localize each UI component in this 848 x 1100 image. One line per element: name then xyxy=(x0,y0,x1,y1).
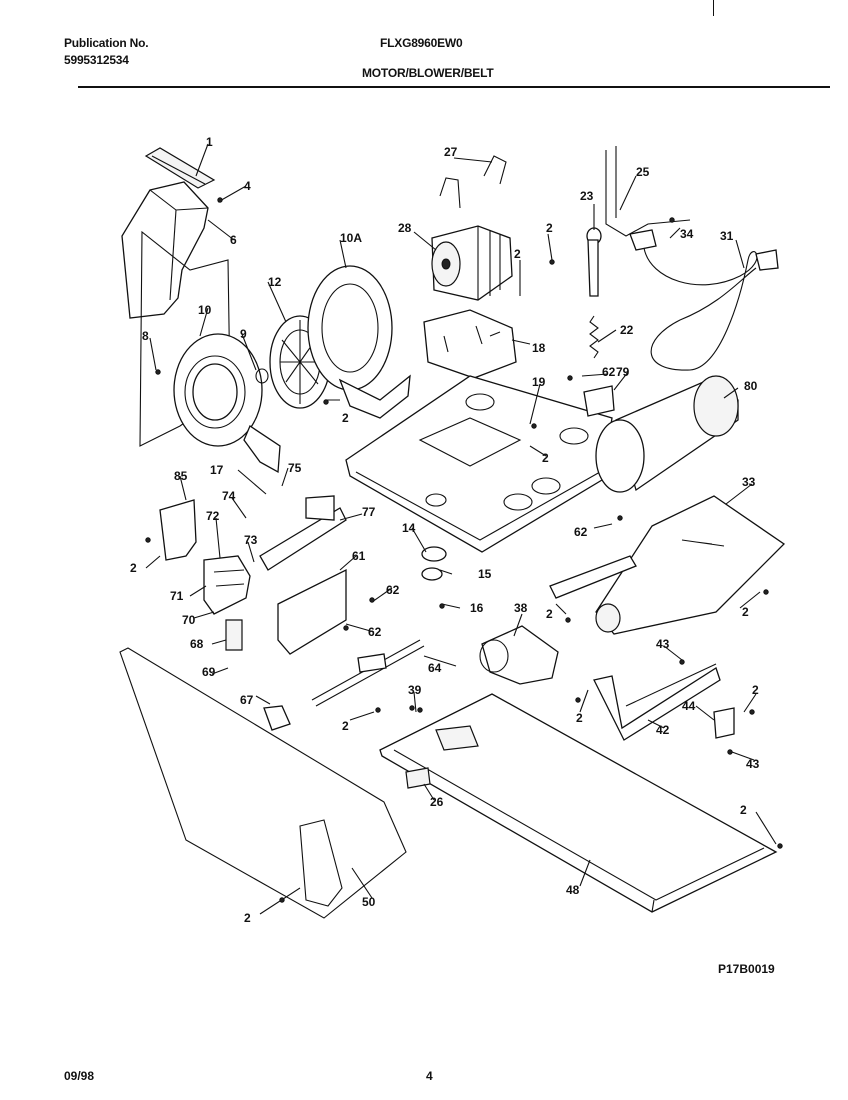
callout-label: 4 xyxy=(244,179,251,193)
callout-label: 74 xyxy=(222,489,236,503)
part-77-manifold xyxy=(259,495,347,571)
callout-label: 64 xyxy=(428,661,442,675)
callout-label: 2 xyxy=(546,607,553,621)
callout-label: 33 xyxy=(742,475,756,489)
callout-label: 42 xyxy=(656,723,670,737)
callout-label: 39 xyxy=(408,683,422,697)
part-14-15-thermostat xyxy=(421,546,447,581)
part-31-power-cord xyxy=(629,229,779,371)
section-title: MOTOR/BLOWER/BELT xyxy=(362,66,494,80)
callout-label: 22 xyxy=(620,323,634,337)
exploded-parts-diagram: 1 4 6 10A 12 10 8 9 2 27 28 2 2 25 23 34… xyxy=(119,135,786,925)
callout-label: 70 xyxy=(182,613,196,627)
callout-label: 17 xyxy=(210,463,224,477)
callout-label: 72 xyxy=(206,509,220,523)
part-23-idler-arm xyxy=(586,227,602,359)
callout-label: 15 xyxy=(478,567,492,581)
callout-label: 16 xyxy=(470,601,484,615)
part-28-motor xyxy=(431,155,513,301)
callout-label: 68 xyxy=(190,637,204,651)
callout-label: 2 xyxy=(740,803,747,817)
top-edge-tick xyxy=(713,0,714,16)
part-33-burner-shield xyxy=(549,495,786,635)
part-61-bracket xyxy=(277,568,347,655)
callout-label: 12 xyxy=(268,275,282,289)
callout-label: 18 xyxy=(532,341,546,355)
part-80-heater-housing xyxy=(595,375,739,493)
part-26-pad xyxy=(405,767,431,789)
callout-label: 2 xyxy=(742,605,749,619)
publication-date: 09/98 xyxy=(64,1069,95,1083)
part-10A-blower-housing xyxy=(307,265,411,419)
header-rule xyxy=(78,86,830,88)
publication-label: Publication No. xyxy=(64,36,149,50)
publication-number: 5995312534 xyxy=(64,53,129,67)
callout-label: 75 xyxy=(288,461,302,475)
screw-markers xyxy=(145,197,783,903)
part-85-bracket xyxy=(159,499,197,561)
callout-label: 28 xyxy=(398,221,412,235)
callout-label: 85 xyxy=(174,469,188,483)
callout-label: 2 xyxy=(130,561,137,575)
part-10-blower-housing xyxy=(139,230,281,474)
callout-label: 44 xyxy=(682,699,696,713)
leader-lines xyxy=(145,143,777,915)
callout-label: 62 xyxy=(386,583,400,597)
part-64-shaft xyxy=(311,639,425,707)
callout-label: 67 xyxy=(240,693,254,707)
callout-label: 27 xyxy=(444,145,458,159)
part-50-panel xyxy=(119,647,407,919)
callout-label: 43 xyxy=(656,637,670,651)
callout-label: 14 xyxy=(402,521,416,535)
callout-label: 25 xyxy=(636,165,650,179)
callout-label: 10 xyxy=(198,303,212,317)
callout-label: 8 xyxy=(142,329,149,343)
part-18-motor-mount xyxy=(423,309,517,379)
callout-label: 50 xyxy=(362,895,376,909)
callout-label: 26 xyxy=(430,795,444,809)
callout-label: 79 xyxy=(616,365,630,379)
model-number: FLXG8960EW0 xyxy=(380,36,463,50)
callout-label: 38 xyxy=(514,601,528,615)
callout-label: 2 xyxy=(514,247,521,261)
callout-label: 62 xyxy=(574,525,588,539)
part-46-base-tray xyxy=(379,693,778,913)
callout-label: 1 xyxy=(206,135,213,149)
callout-label: 61 xyxy=(352,549,366,563)
callout-label: 43 xyxy=(746,757,760,771)
callout-label: 69 xyxy=(202,665,216,679)
callout-label: 2 xyxy=(342,411,349,425)
part-42-bracket xyxy=(593,663,721,741)
callout-label: 2 xyxy=(342,719,349,733)
callout-label: 9 xyxy=(240,327,247,341)
callout-label: 77 xyxy=(362,505,376,519)
callout-label: 71 xyxy=(170,589,184,603)
callout-label: 62 xyxy=(368,625,382,639)
callout-label: 6 xyxy=(230,233,237,247)
part-79-bracket xyxy=(583,385,615,417)
part-25-bracket xyxy=(605,146,691,237)
callout-label: 19 xyxy=(532,375,546,389)
callout-label: 34 xyxy=(680,227,694,241)
part-1-strip xyxy=(144,147,216,189)
part-44-clip xyxy=(713,707,735,739)
callout-label: 2 xyxy=(752,683,759,697)
callout-labels: 1 4 6 10A 12 10 8 9 2 27 28 2 2 25 23 34… xyxy=(130,135,760,925)
part-38-duct xyxy=(479,603,621,685)
callout-label: 31 xyxy=(720,229,734,243)
part-72-gas-valve xyxy=(203,555,291,731)
callout-label: 10A xyxy=(340,231,362,245)
callout-label: 2 xyxy=(244,911,251,925)
callout-label: 48 xyxy=(566,883,580,897)
callout-label: 62 xyxy=(602,365,616,379)
callout-label: 80 xyxy=(744,379,758,393)
callout-label: 2 xyxy=(542,451,549,465)
diagram-reference-code: P17B0019 xyxy=(718,962,775,976)
callout-label: 2 xyxy=(546,221,553,235)
callout-label: 73 xyxy=(244,533,258,547)
page-number: 4 xyxy=(426,1069,433,1083)
part-19-blower-base xyxy=(345,375,613,553)
callout-label: 23 xyxy=(580,189,594,203)
callout-label: 2 xyxy=(576,711,583,725)
